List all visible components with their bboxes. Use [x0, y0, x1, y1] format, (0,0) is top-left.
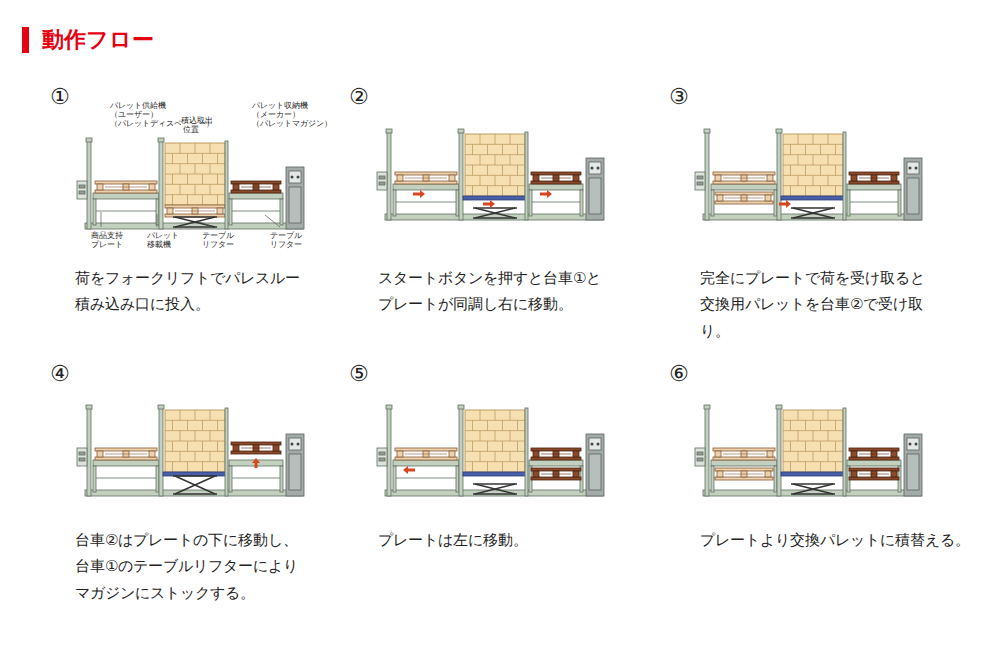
part-label: テーブル リフター: [270, 231, 290, 249]
step-number: ⑥: [669, 363, 689, 385]
part-label: パレット 移載機: [147, 231, 167, 249]
step-number: ①: [50, 86, 70, 108]
part-label: パレット収納機 （メーカー） （パレットマガジン）: [252, 101, 272, 129]
step-caption: 完全にプレートで荷を受け取ると 交換用パレットを台車②で受け取 り。: [700, 265, 950, 344]
step-caption: 荷をフォークリフトでパレスルー 積み込み口に投入。: [75, 265, 325, 318]
part-label: テーブル リフター: [202, 231, 222, 249]
step-number: ④: [50, 363, 70, 385]
step-number: ⑤: [349, 363, 369, 385]
step-caption: プレートより交換パレットに積替える。: [700, 527, 950, 553]
title-bar: [22, 27, 29, 53]
part-label: 商品支持 プレート: [91, 231, 111, 249]
part-label: 積込取出 位置: [181, 116, 201, 134]
part-label: パレット供給機 （ユーザー） （パレットディスペンサー）: [110, 101, 130, 129]
page-title: 動作フロー: [42, 25, 154, 55]
step-caption: プレートは左に移動。: [378, 527, 528, 553]
step-number: ③: [669, 86, 689, 108]
step-caption: スタートボタンを押すと台車①と プレートが同調し右に移動。: [378, 265, 628, 318]
step-number: ②: [349, 86, 369, 108]
step-caption: 台車②はプレートの下に移動し、 台車①のテーブルリフターにより マガジンにストッ…: [75, 527, 325, 606]
